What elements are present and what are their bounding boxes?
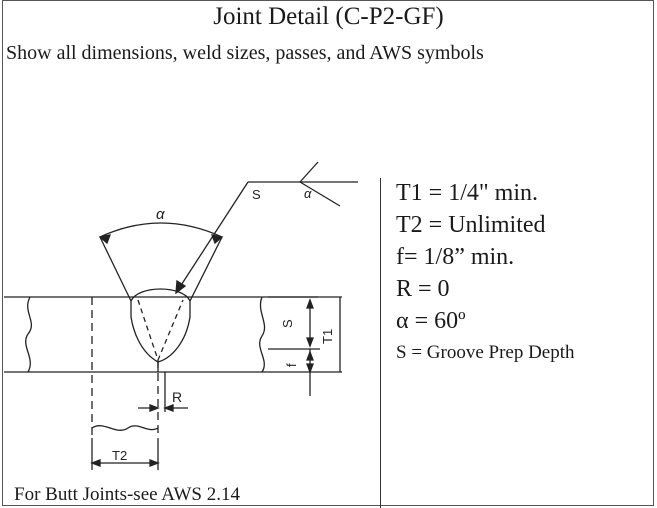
plate-right-break-line <box>259 296 266 373</box>
weld-symbol-leader <box>175 181 249 294</box>
angle-arc <box>99 222 223 238</box>
butt-joint-footnote: For Butt Joints-see AWS 2.14 <box>14 484 240 505</box>
column-divider <box>380 178 381 508</box>
spec-t2: T2 = Unlimited <box>396 212 546 238</box>
dim-s-label: S <box>280 319 295 328</box>
alpha-label: α <box>156 206 165 223</box>
dim-t2-label: T2 <box>112 448 127 463</box>
angle-extension-left <box>99 236 132 302</box>
spec-f: f= 1/8” min. <box>396 244 515 270</box>
spec-r: R = 0 <box>396 276 450 302</box>
weld-symbol-alpha-label: α <box>304 186 312 201</box>
dim-r-label: R <box>172 389 182 405</box>
dim-t1-label: T1 <box>320 329 335 344</box>
weld-symbol-bevel-v <box>299 161 341 207</box>
dim-f-label: f <box>284 363 299 367</box>
angle-extension-right <box>189 236 223 302</box>
plate-left-break-line <box>25 296 33 373</box>
weld-symbol-s-label: S <box>252 187 261 202</box>
spec-t1: T1 = 1/4" min. <box>396 180 538 206</box>
spec-s: S = Groove Prep Depth <box>396 342 575 363</box>
page-title: Joint Detail (C-P2-GF) <box>213 3 444 30</box>
instructions-text: Show all dimensions, weld sizes, passes,… <box>6 42 484 64</box>
groove-break-line <box>91 425 159 431</box>
spec-alpha: α = 60º <box>396 308 466 334</box>
groove-prep-dashed <box>137 299 184 362</box>
weld-bead <box>130 288 191 363</box>
